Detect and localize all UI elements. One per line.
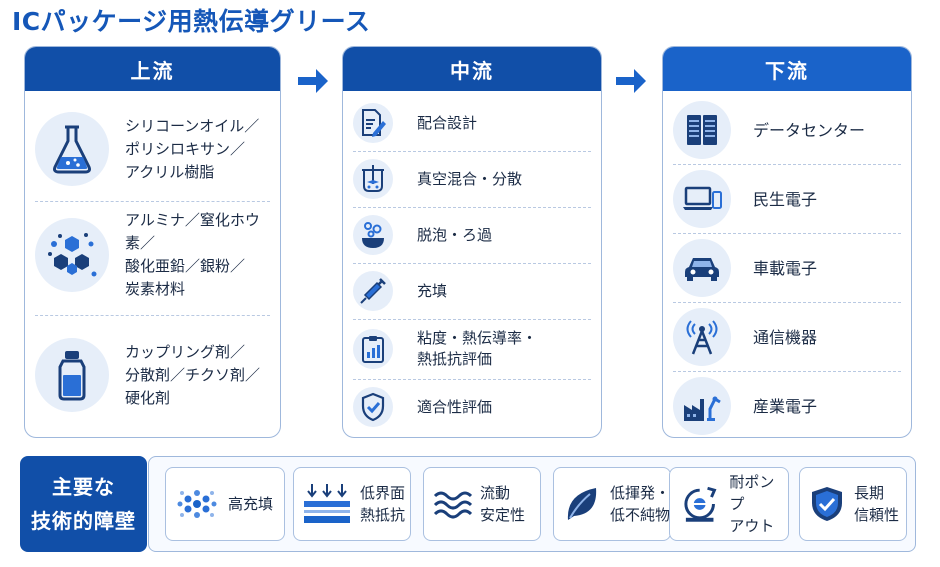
divider [353, 207, 591, 208]
tech-item-long-term-reliability: 長期 信頼性 [799, 467, 907, 541]
flask-icon [35, 112, 109, 186]
midstream-column: 中流 配合設計 真空混合・分散 脱泡・ろ過 充填 粘度・熱伝導率・ 熱抵抗評価 [342, 46, 602, 438]
dots-cluster-icon [177, 490, 217, 518]
shield-check-icon [812, 487, 842, 521]
upstream-header: 上流 [25, 47, 280, 91]
divider [353, 151, 591, 152]
downstream-item-label: データセンター [753, 120, 866, 140]
bubbles-bowl-icon [353, 215, 393, 255]
tech-item-label: 長期 信頼性 [854, 484, 900, 524]
laptop-phone-icon [673, 170, 731, 228]
arrow-right-icon [616, 69, 646, 93]
midstream-item-compliance: 適合性評価 [353, 383, 591, 431]
upstream-item-additives: カップリング剤／ 分散剤／チクソ剤／ 硬化剤 [35, 333, 270, 417]
divider [35, 315, 270, 316]
antenna-tower-icon [673, 308, 731, 366]
downstream-item-datacenter: データセンター [673, 99, 901, 161]
downstream-column: 下流 データセンター 民生電子 車載電子 通信機器 産業電子 [662, 46, 912, 438]
midstream-item-label: 脱泡・ろ過 [417, 225, 493, 244]
divider [353, 263, 591, 264]
arrow-right-icon [298, 69, 328, 93]
tech-item-label: 低界面 熱抵抗 [360, 484, 406, 524]
bottle-icon [35, 338, 109, 412]
shield-check-icon [353, 387, 393, 427]
car-icon [673, 239, 731, 297]
waves-icon [433, 491, 472, 519]
document-edit-icon [353, 103, 393, 143]
tech-item-label: 耐ポンプ アウト [729, 473, 775, 535]
divider [673, 233, 901, 234]
server-icon [673, 101, 731, 159]
clipboard-chart-icon [353, 329, 393, 369]
tech-barriers-label: 主要な 技術的障壁 [20, 456, 147, 552]
midstream-item-label: 真空混合・分散 [417, 169, 523, 188]
layers-arrows-icon [304, 484, 350, 523]
divider [353, 379, 591, 380]
downstream-item-industrial: 産業電子 [673, 375, 901, 437]
tech-item-low-interface-resistance: 低界面 熱抵抗 [293, 467, 411, 541]
upstream-item-label: カップリング剤／ 分散剤／チクソ剤／ 硬化剤 [125, 342, 261, 407]
tech-item-label: 低揮発・ 低不純物 [610, 484, 671, 524]
downstream-item-automotive: 車載電子 [673, 237, 901, 299]
midstream-item-degassing: 脱泡・ろ過 [353, 211, 591, 259]
midstream-item-label: 適合性評価 [417, 397, 493, 416]
midstream-item-evaluation: 粘度・熱伝導率・ 熱抵抗評価 [353, 323, 591, 375]
midstream-item-label: 充填 [417, 281, 448, 300]
divider [673, 371, 901, 372]
factory-robot-icon [673, 377, 731, 435]
pump-out-icon [684, 486, 717, 522]
midstream-item-label: 粘度・熱伝導率・ 熱抵抗評価 [417, 329, 538, 368]
midstream-item-label: 配合設計 [417, 113, 478, 132]
downstream-item-label: 産業電子 [753, 396, 818, 416]
midstream-header: 中流 [343, 47, 601, 91]
upstream-item-fillers: アルミナ／窒化ホウ素／ 酸化亜鉛／銀粉／ 炭素材料 [35, 211, 270, 298]
downstream-item-label: 通信機器 [753, 327, 818, 347]
divider [673, 302, 901, 303]
divider [35, 201, 270, 202]
syringe-icon [353, 271, 393, 311]
tech-item-high-loading: 高充填 [165, 467, 285, 541]
tech-item-flow-stability: 流動 安定性 [423, 467, 541, 541]
divider [353, 319, 591, 320]
tech-barriers-panel: 高充填 低界面 熱抵抗 流動 安定性 低揮発・ 低不純物 耐ポンプ アウト 長 [148, 456, 916, 552]
tech-item-label: 流動 安定性 [480, 484, 526, 524]
midstream-item-filling: 充填 [353, 267, 591, 315]
downstream-item-consumer: 民生電子 [673, 168, 901, 230]
tech-item-low-volatility: 低揮発・ 低不純物 [553, 467, 671, 541]
downstream-item-label: 民生電子 [753, 189, 818, 209]
mixer-tank-icon [353, 159, 393, 199]
tech-item-pump-out-resistance: 耐ポンプ アウト [669, 467, 789, 541]
leaf-icon [567, 488, 597, 520]
page-title: ICパッケージ用熱伝導グリース [12, 7, 371, 36]
upstream-item-base-oil: シリコーンオイル／ ポリシロキサン／ アクリル樹脂 [35, 107, 270, 191]
tech-item-label: 高充填 [228, 495, 274, 513]
divider [673, 164, 901, 165]
upstream-column: 上流 シリコーンオイル／ ポリシロキサン／ アクリル樹脂 アルミナ／窒化ホウ素／ [24, 46, 281, 438]
particles-icon [35, 218, 109, 292]
midstream-item-mixing: 真空混合・分散 [353, 155, 591, 203]
upstream-item-label: アルミナ／窒化ホウ素／ 酸化亜鉛／銀粉／ 炭素材料 [125, 211, 260, 298]
downstream-item-label: 車載電子 [753, 258, 818, 278]
downstream-item-telecom: 通信機器 [673, 306, 901, 368]
downstream-header: 下流 [663, 47, 911, 91]
midstream-item-formulation: 配合設計 [353, 99, 591, 147]
upstream-item-label: シリコーンオイル／ ポリシロキサン／ アクリル樹脂 [125, 116, 260, 181]
